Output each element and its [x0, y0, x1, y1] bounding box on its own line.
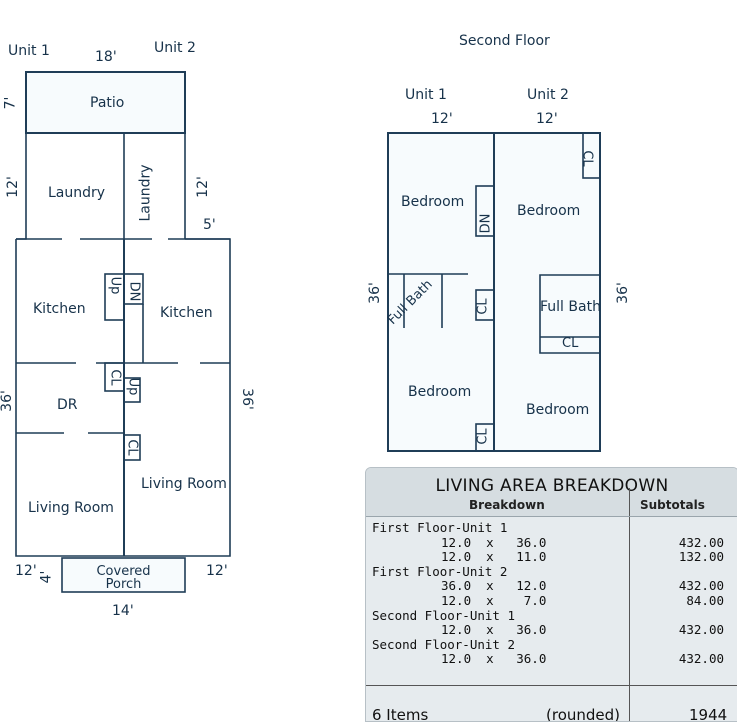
second-floor-unit1-label: Unit 1	[405, 87, 447, 103]
first-floor-unit1-label: Unit 1	[8, 43, 50, 59]
row-calc: 12.0 x 36.0	[441, 534, 547, 550]
table-header: LIVING AREA BREAKDOWN Breakdown Subtotal…	[366, 468, 737, 516]
footer-items: 6 Items	[372, 706, 429, 722]
stair-up-top: Up	[107, 276, 123, 295]
col-breakdown: Breakdown	[469, 498, 545, 512]
dim-sf-unit2-width: 12'	[536, 111, 558, 127]
room-sf-bedroom-bottom-right: Bedroom	[526, 402, 590, 418]
room-sf-bedroom-bottom-left: Bedroom	[408, 384, 472, 400]
room-dining: DR	[57, 397, 78, 413]
column-divider	[629, 488, 630, 721]
sf-stair-dn: DN	[478, 213, 494, 234]
dim-offset: 5'	[203, 217, 216, 233]
col-subtotals: Subtotals	[640, 498, 705, 512]
second-floor-unit2-label: Unit 2	[527, 87, 569, 103]
row-label: First Floor-Unit 1	[372, 520, 508, 535]
room-sf-bedroom-top-right: Bedroom	[517, 203, 581, 219]
footer-rounded: (rounded)	[546, 706, 621, 722]
porch-outline	[61, 557, 186, 593]
row-subtotal: 132.00	[678, 549, 724, 565]
dim-porch-depth: 4'	[38, 570, 55, 584]
row-subtotal: 432.00	[678, 622, 724, 638]
dim-laundry-right: 12'	[194, 176, 211, 198]
stair-dn: DN	[126, 281, 142, 302]
row-label: Second Floor-Unit 1	[372, 607, 515, 623]
room-kitchen-left: Kitchen	[33, 301, 86, 317]
room-kitchen-right: Kitchen	[160, 305, 213, 321]
room-patio: Patio	[90, 95, 125, 111]
row-calc: 12.0 x 36.0	[441, 651, 547, 667]
row-subtotal: 432.00	[678, 651, 724, 667]
sf-closet-bottom: CL	[475, 428, 491, 445]
closet-left: CL	[107, 369, 123, 386]
dim-patio-width: 18'	[95, 49, 117, 65]
dim-bottom-left: 12'	[15, 563, 37, 579]
row-subtotal: 84.00	[686, 593, 724, 608]
table-title: LIVING AREA BREAKDOWN	[435, 476, 669, 496]
closet-bottom: CL	[124, 439, 140, 456]
room-laundry-right: Laundry	[137, 164, 154, 222]
room-sf-full-bath-right: Full Bath	[540, 299, 601, 315]
footer-total: 1944	[689, 706, 728, 722]
dim-right-depth: 36'	[238, 388, 255, 410]
sf-closet-top: CL	[579, 150, 595, 167]
dim-sf-left-depth: 36'	[366, 282, 383, 304]
footer-divider	[366, 685, 737, 686]
room-sf-bedroom-top-left: Bedroom	[401, 194, 465, 210]
room-living-right: Living Room	[141, 476, 227, 492]
living-area-table: LIVING AREA BREAKDOWN Breakdown Subtotal…	[365, 467, 737, 722]
dim-porch-width: 14'	[112, 603, 134, 619]
room-living-left: Living Room	[28, 500, 114, 516]
dim-bottom-right: 12'	[206, 563, 228, 579]
stair-up-mid: Up	[125, 377, 141, 396]
porch-line2: Porch	[105, 577, 142, 592]
room-porch: Covered Porch	[62, 565, 185, 591]
porch-line1: Covered	[96, 564, 151, 579]
row-calc: 36.0 x 12.0	[441, 578, 547, 594]
row-calc: 12.0 x 7.0	[441, 593, 547, 608]
row-label: First Floor-Unit 2	[372, 563, 508, 579]
dim-sf-right-depth: 36'	[614, 282, 631, 304]
row-calc: 12.0 x 11.0	[441, 549, 547, 565]
dim-laundry-left: 12'	[4, 176, 21, 198]
first-floor-unit2-label: Unit 2	[154, 40, 196, 56]
sf-closet-mid: CL	[475, 298, 491, 315]
row-subtotal: 432.00	[678, 578, 724, 594]
dim-left-depth: 36'	[0, 390, 15, 412]
row-subtotal: 432.00	[678, 534, 724, 550]
sf-closet-bath: CL	[562, 336, 579, 351]
row-label: Second Floor-Unit 2	[372, 636, 515, 652]
second-floor-title: Second Floor	[459, 33, 550, 49]
row-calc: 12.0 x 36.0	[441, 622, 547, 638]
dim-patio-depth: 7'	[2, 96, 19, 110]
dim-sf-unit1-width: 12'	[431, 111, 453, 127]
patio-outline	[25, 71, 186, 134]
room-laundry-left: Laundry	[48, 185, 106, 201]
